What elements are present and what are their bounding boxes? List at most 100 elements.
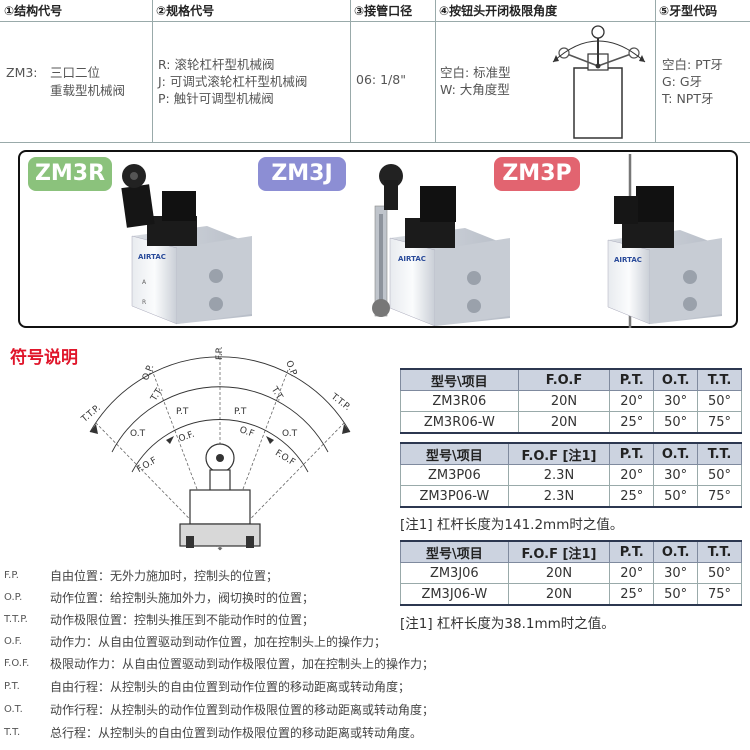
cell-value: 50°: [653, 583, 699, 606]
header-thread: ⑤牙型代码: [655, 0, 750, 22]
product-photo-panel: ZM3R ZM3J ZM3P AIRTAC A R: [18, 150, 738, 328]
product-tag-label: ZM3P: [502, 161, 572, 186]
definition-abbr: T.T.P.: [4, 614, 28, 625]
spec-code-j: J: 可调式滚轮杠杆型机械阀: [158, 74, 308, 89]
spec-table-zm3r: 型号\项目 F.O.F P.T. O.T. T.T. ZM3R06 20N 20…: [400, 368, 742, 434]
definition-abbr: F.O.F.: [4, 658, 30, 669]
label-ot-right: O.T: [282, 429, 298, 439]
zm3p-valve-image: AIRTAC: [607, 154, 722, 328]
col-header: O.T.: [653, 442, 699, 465]
definition-text: 极限动作力：从自由位置驱动到动作极限位置，加在控制头上的操作力；: [50, 657, 435, 671]
label-op-left: O.P.: [141, 363, 156, 382]
definition-text: 动作行程：从控制头的动作位置到动作极限位置的移动距离或转动角度；: [50, 703, 435, 717]
cell-value: 20N: [507, 583, 611, 606]
cell-model: ZM3P06: [400, 464, 509, 486]
thread-pt: 空白: PT牙: [662, 57, 723, 72]
brand-mark: AIRTAC: [138, 253, 166, 261]
port-code: 06: 1/8": [356, 72, 406, 87]
cell-value: 25°: [609, 485, 655, 508]
cell-value: 25°: [609, 583, 655, 606]
label-tt-right: T.T.: [268, 384, 285, 403]
port-cell: 06: 1/8": [356, 22, 434, 143]
col-header: P.T.: [609, 368, 655, 391]
zm3r-valve-image: AIRTAC A R: [121, 164, 252, 325]
cell-model: ZM3P06-W: [400, 485, 509, 508]
divider: [0, 142, 750, 143]
cell-value: 75°: [697, 411, 742, 434]
product-tag-label: ZM3J: [271, 161, 333, 186]
spec-code-r: R: 滚轮杠杆型机械阀: [158, 57, 275, 72]
table-row: ZM3R06 20N 20° 30° 50°: [400, 390, 742, 412]
cell-model: ZM3R06-W: [400, 411, 519, 434]
header-port-size: ③接管口径: [350, 0, 435, 22]
cell-value: 20N: [517, 411, 611, 434]
col-header: T.T.: [697, 540, 742, 563]
product-tag-zm3j: ZM3J: [258, 157, 346, 191]
cell-value: 50°: [697, 390, 742, 412]
definition-abbr: T.T.: [4, 727, 21, 738]
structure-code: ZM3:: [6, 65, 38, 80]
note-zm3j: [注1] 杠杆长度为38.1mm时之值。: [400, 616, 615, 632]
cell-value: 20N: [517, 390, 611, 412]
label-fp: F.P.: [215, 347, 225, 360]
spec-code-p: P: 触针可调型机械阀: [158, 91, 274, 106]
label-of-left: O.F.: [177, 430, 196, 445]
col-header: O.T.: [653, 368, 699, 391]
spec-table-zm3j: 型号\项目 F.O.F [注1] P.T. O.T. T.T. ZM3J06 2…: [400, 540, 742, 606]
col-header: P.T.: [609, 442, 655, 465]
label-pt-left: P.T: [176, 407, 189, 417]
angle-cell: 空白: 标准型 W: 大角度型: [440, 22, 550, 143]
definition-text: 动作极限位置：控制头推压到不能动作时的位置；: [50, 613, 315, 627]
port-letter-a: A: [142, 279, 147, 286]
table-row: ZM3J06-W 20N 25° 50° 75°: [400, 583, 742, 606]
col-header: 型号\项目: [400, 442, 509, 465]
header-spec-code: ②规格代号: [152, 0, 350, 22]
definition-text: 总行程：从控制头的自由位置到动作极限位置的移动距离或转动角度。: [50, 726, 423, 740]
structure-desc-2: 重载型机械阀: [50, 83, 126, 98]
model-code-table: ①结构代号 ②规格代号 ③接管口径 ④按钮头开闭极限角度 ⑤牙型代码 ZM3: …: [0, 0, 750, 143]
port-letter-r: R: [142, 299, 146, 306]
cell-value: 50°: [653, 411, 699, 434]
cell-value: 20°: [609, 390, 655, 412]
symbol-section-title: 符号说明: [10, 348, 78, 368]
divider: [152, 0, 153, 143]
definition-abbr: P.T.: [4, 681, 20, 692]
thread-g: G: G牙: [662, 74, 703, 89]
angle-standard: 空白: 标准型: [440, 65, 511, 80]
product-tag-label: ZM3R: [34, 161, 106, 186]
cell-value: 25°: [609, 411, 655, 434]
product-tag-zm3p: ZM3P: [494, 157, 580, 191]
product-tag-zm3r: ZM3R: [28, 157, 112, 191]
table-row: ZM3J06 20N 20° 30° 50°: [400, 562, 742, 584]
cell-value: 30°: [653, 464, 699, 486]
definition-abbr: O.T.: [4, 704, 23, 715]
cell-value: 75°: [697, 583, 742, 606]
divider: [655, 0, 656, 143]
col-header: 型号\项目: [400, 540, 509, 563]
cell-model: ZM3J06: [400, 562, 509, 584]
cell-model: ZM3R06: [400, 390, 519, 412]
definition-text: 动作力：从自由位置驱动到动作位置，加在控制头上的操作力；: [50, 635, 387, 649]
spec-table-zm3p: 型号\项目 F.O.F [注1] P.T. O.T. T.T. ZM3P06 2…: [400, 442, 742, 508]
label-of-right: O.F: [238, 425, 255, 439]
definition-text: 自由位置：无外力施加时，控制头的位置；: [50, 569, 279, 583]
divider: [350, 0, 351, 143]
label-ot-left: O.T: [130, 429, 146, 439]
cell-value: 2.3N: [507, 485, 611, 508]
spec-code-cell: R: 滚轮杠杆型机械阀 J: 可调式滚轮杠杆型机械阀 P: 触针可调型机械阀: [158, 22, 348, 143]
angle-wide: W: 大角度型: [440, 82, 510, 97]
lever-angle-schematic: [552, 25, 646, 139]
cell-model: ZM3J06-W: [400, 583, 509, 606]
col-header: F.O.F [注1]: [507, 540, 611, 563]
col-header: T.T.: [697, 442, 742, 465]
col-header: F.O.F [注1]: [507, 442, 611, 465]
cell-value: 50°: [653, 485, 699, 508]
brand-mark: AIRTAC: [614, 256, 642, 264]
brand-mark: AIRTAC: [398, 255, 426, 263]
definition-text: 动作位置：给控制头施加外力，阀切换时的位置；: [50, 591, 315, 605]
cell-value: 50°: [697, 562, 742, 584]
label-ttp-right: T.T.P.: [328, 391, 352, 413]
definition-abbr: O.P.: [4, 592, 23, 603]
stroke-angle-diagram: F.P. O.P. T.T. T.T.P. P.T O.T O.F. F.O.F…: [79, 347, 352, 551]
zm3j-valve-image: AIRTAC: [372, 164, 510, 326]
